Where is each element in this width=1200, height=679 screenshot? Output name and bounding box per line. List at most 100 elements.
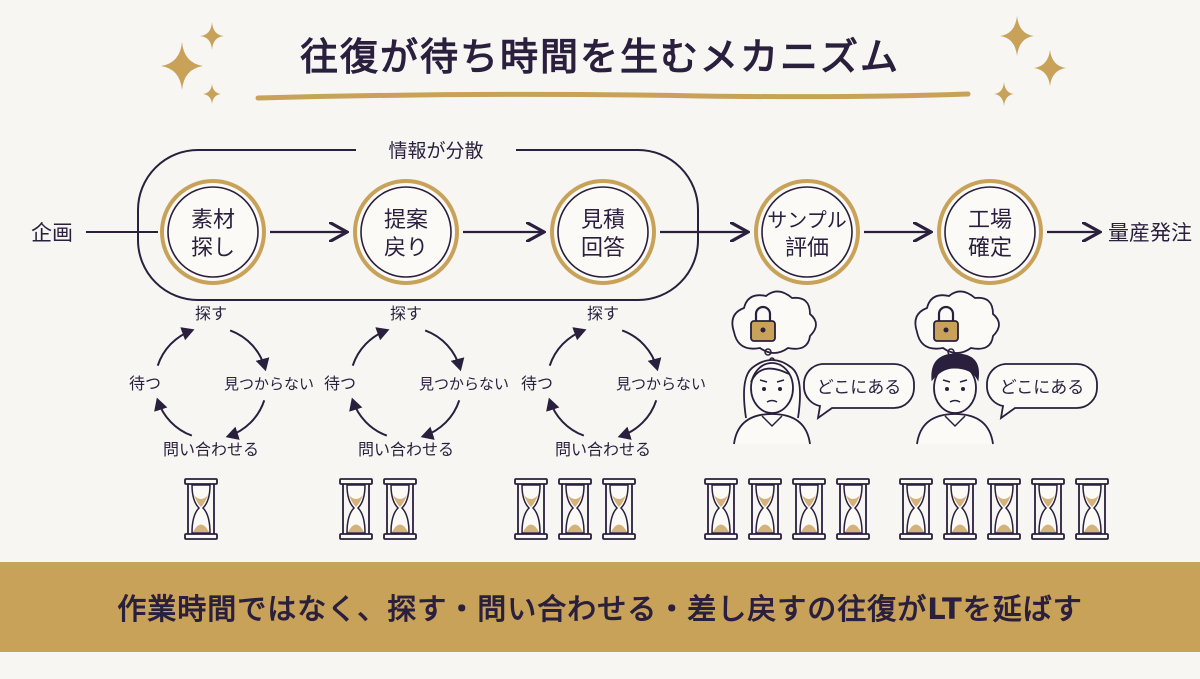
step-circle-inner	[557, 186, 649, 278]
hourglass-bottom	[514, 533, 548, 540]
eye	[762, 387, 766, 391]
flow-start-label: 企画	[31, 221, 73, 245]
sand-top	[846, 495, 860, 507]
cycle-label-top: 探す	[195, 304, 227, 323]
cycle-label-left: 待つ	[129, 374, 161, 393]
hourglass-top	[184, 478, 218, 485]
hourglass-icon	[602, 478, 636, 540]
collar	[761, 415, 783, 428]
hourglass-bottom	[184, 533, 218, 540]
hourglass-top	[899, 478, 933, 485]
mouth	[949, 399, 961, 403]
sand-bottom	[845, 524, 861, 532]
cycle-label-top: 探す	[587, 304, 619, 323]
hourglass-top	[514, 478, 548, 485]
hourglass-glass	[799, 484, 819, 534]
eyebrows	[942, 379, 968, 383]
step-label-line2: 戻り	[384, 236, 428, 261]
cycle-label-top: 探す	[390, 304, 422, 323]
sand-bottom	[908, 524, 924, 532]
sparkle-icon	[200, 22, 224, 50]
step-label-line2: 回答	[581, 236, 625, 261]
sand-top	[997, 495, 1011, 507]
speech-bubble: どこにある	[803, 363, 915, 420]
hourglass-bottom	[943, 533, 977, 540]
step-circle-inner	[167, 186, 259, 278]
thought-dot	[764, 348, 772, 356]
step-circle-outer	[754, 179, 860, 285]
hourglass-bottom	[339, 533, 373, 540]
hourglass-group	[184, 478, 218, 540]
hourglass-bottom	[1031, 533, 1065, 540]
hourglass-icon	[1031, 478, 1065, 540]
shoulders	[916, 413, 994, 445]
step-label-line1: サンプル	[767, 208, 846, 232]
hourglass-glass	[755, 484, 775, 534]
cycle-label-right: 見つからない	[616, 375, 706, 393]
hourglass-group	[899, 478, 1109, 540]
lock-shackle	[937, 305, 955, 322]
step-circle-outer	[353, 179, 459, 285]
shoulders	[733, 413, 811, 445]
sand-bottom	[348, 524, 364, 532]
cycle-arrow	[351, 327, 390, 367]
hourglass-top	[836, 478, 870, 485]
hourglass-glass	[565, 484, 585, 534]
sand-bottom	[757, 524, 773, 532]
hourglass-icon	[899, 478, 933, 540]
face	[750, 362, 794, 414]
step-circle-outer	[550, 179, 656, 285]
sand-top	[612, 495, 626, 507]
cycle-label-bottom: 問い合わせる	[163, 440, 259, 459]
sand-top	[393, 495, 407, 507]
sparkle-icon	[161, 42, 203, 90]
cycle-label-right: 見つからない	[419, 375, 509, 393]
cycle-arrow	[621, 329, 662, 372]
sand-bottom	[1040, 524, 1056, 532]
lock-icon	[933, 305, 959, 342]
hourglass-glass	[711, 484, 731, 534]
cycle-arrow	[546, 397, 585, 437]
sand-bottom	[713, 524, 729, 532]
title-underline	[255, 91, 971, 101]
hourglass-glass	[994, 484, 1014, 534]
sand-top	[802, 495, 816, 507]
step-label-line1: 工場	[968, 208, 1012, 233]
cycle-arrow	[156, 327, 195, 367]
hourglass-icon	[339, 478, 373, 540]
step-label-line2: 探し	[191, 236, 235, 261]
cycle-arrow	[420, 399, 461, 440]
hourglass-icon	[748, 478, 782, 540]
sand-bottom	[801, 524, 817, 532]
hourglass-top	[339, 478, 373, 485]
lock-shackle	[754, 305, 772, 322]
sparkle-icon	[994, 82, 1014, 106]
hourglass-glass	[191, 484, 211, 534]
hourglass-bottom	[899, 533, 933, 540]
cycle-label-left: 待つ	[521, 374, 553, 393]
cycle-arrow	[154, 397, 193, 437]
cycle-arrow	[349, 397, 388, 437]
speech-bubble: どこにある	[986, 363, 1098, 420]
hourglass-icon	[836, 478, 870, 540]
sand-bottom	[567, 524, 583, 532]
step-circle-outer	[160, 179, 266, 285]
hourglass-icon	[558, 478, 592, 540]
hourglass-bottom	[1075, 533, 1109, 540]
wait-cycles: 探す見つからない問い合わせる待つ探す見つからない問い合わせる待つ探す見つからない…	[129, 304, 706, 459]
collar	[944, 415, 966, 428]
eye	[961, 387, 965, 391]
hourglass-glass	[521, 484, 541, 534]
hourglass-icon	[383, 478, 417, 540]
hourglass-bottom	[602, 533, 636, 540]
thought-bubble	[731, 290, 817, 363]
cycle-label-left: 待つ	[324, 374, 356, 393]
thought-bubble	[914, 290, 1000, 363]
sand-top	[194, 495, 208, 507]
sand-top	[909, 495, 923, 507]
